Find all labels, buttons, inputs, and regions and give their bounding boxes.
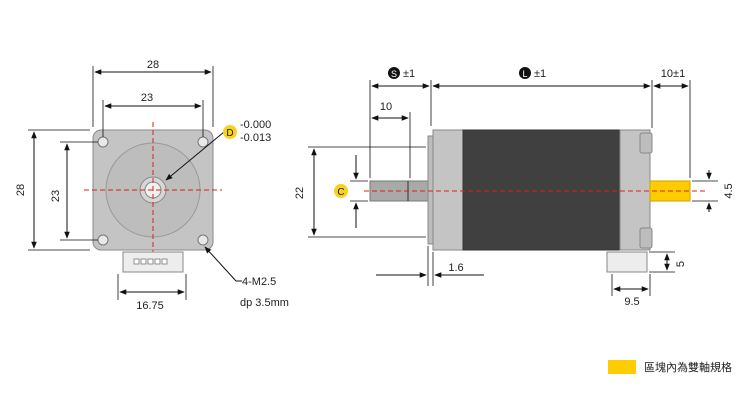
s-callout-label: S	[391, 69, 397, 79]
dim-flat-length: 10	[380, 101, 392, 113]
legend-swatch	[608, 360, 636, 374]
dim-rear-shaft-diameter: 4.5	[723, 183, 735, 198]
side-front-flange	[432, 129, 464, 251]
dim-connector-depth: 9.5	[624, 296, 639, 308]
dim-overall-width: 28	[147, 59, 159, 71]
rear-boss-bottom	[639, 227, 653, 249]
dim-flange-height: 22	[294, 187, 306, 199]
front-plate	[427, 135, 434, 245]
side-connector	[606, 251, 648, 273]
connector-pins	[133, 258, 168, 265]
s-callout-circle	[388, 67, 400, 79]
mounting-hole	[197, 136, 209, 148]
l-callout-label: L	[522, 69, 527, 79]
c-callout-circle	[334, 184, 348, 198]
legend-text: 區塊內為雙軸規格	[644, 361, 732, 374]
legend: 區塊內為雙軸規格	[608, 359, 732, 375]
mounting-hole	[97, 136, 109, 148]
dim-connector-width: 16.75	[136, 300, 164, 312]
c-callout-label: C	[337, 187, 344, 198]
l-callout-circle	[519, 67, 531, 79]
diameter-callout-circle	[223, 125, 237, 139]
dim-rear-shaft-length: 10±1	[661, 68, 685, 80]
side-view: S ±1 L ±1 10±1 10 22 C 1.6 4.5	[294, 67, 735, 308]
front-view: 28 23 28 23 16.75 D -0.000 -0.013 4-M2.5…	[15, 59, 289, 312]
dim-pilot-thickness: 1.6	[448, 262, 463, 274]
l-tolerance: ±1	[534, 68, 546, 80]
diameter-tol-lower: -0.013	[240, 132, 271, 144]
dim-overall-height: 28	[15, 184, 27, 196]
dim-connector-height: 5	[675, 261, 687, 267]
mounting-hole	[197, 234, 209, 246]
diameter-tol-upper: -0.000	[240, 119, 271, 131]
s-tolerance: ±1	[403, 68, 415, 80]
holes-spec: 4-M2.5	[242, 276, 276, 288]
dim-hole-spacing-x: 23	[141, 92, 153, 104]
dim-hole-spacing-y: 23	[50, 190, 62, 202]
diameter-callout-label: D	[226, 128, 233, 139]
motor-body	[462, 129, 621, 251]
mounting-hole	[97, 234, 109, 246]
rear-boss-top	[639, 132, 653, 154]
holes-depth: dp 3.5mm	[240, 297, 289, 309]
